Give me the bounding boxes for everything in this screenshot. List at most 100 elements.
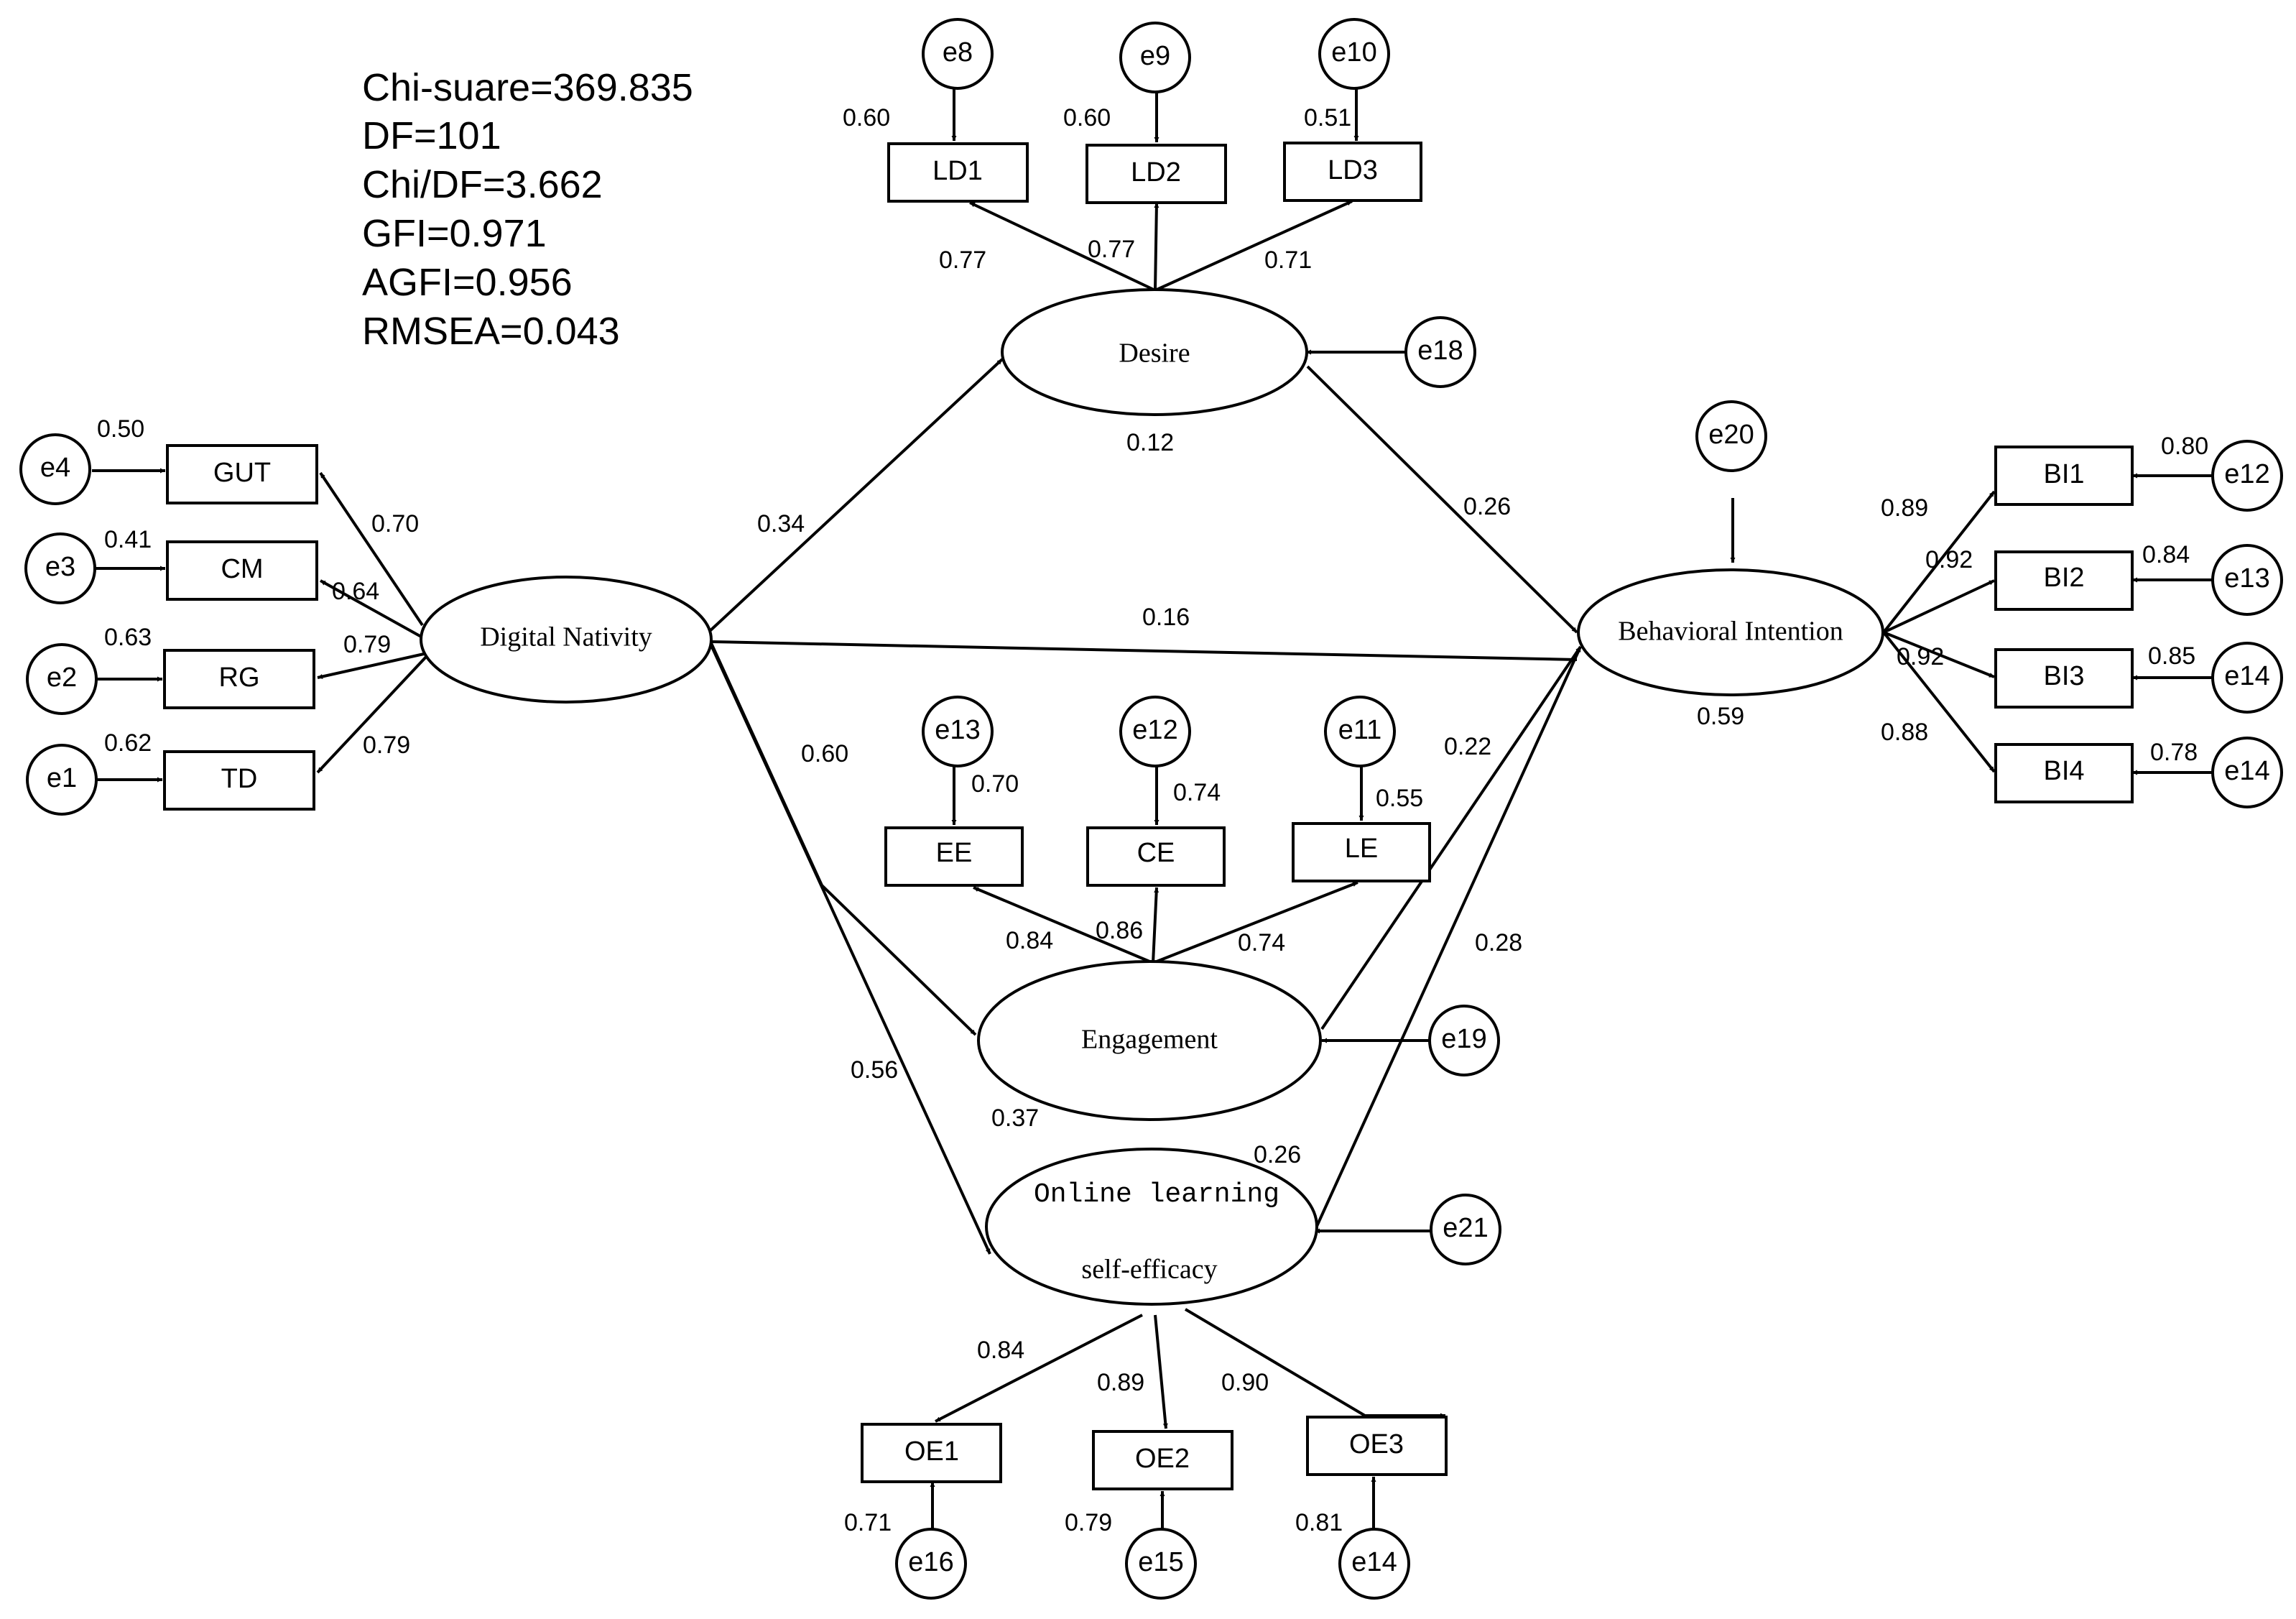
error-e18: e18 — [1404, 316, 1476, 388]
latent-desire: Desire — [1001, 288, 1308, 416]
gut-label: GUT — [213, 458, 271, 488]
error-e13-engagement: e13 — [922, 696, 994, 767]
arrow-engagement-ce — [1152, 887, 1159, 964]
bi3-label: BI3 — [2043, 661, 2084, 691]
ld2-label: LD2 — [1131, 157, 1181, 188]
arrow-bi-bi4 — [1882, 631, 1996, 773]
oe2-label: OE2 — [1135, 1444, 1190, 1474]
rg-r2-value: 0.63 — [104, 624, 152, 651]
dn-ose-coef: 0.56 — [851, 1056, 898, 1084]
arrow-dn-cm — [320, 579, 423, 639]
oe1-loading-value: 0.84 — [977, 1337, 1024, 1364]
arrow-engagement-ee — [973, 886, 1154, 964]
observed-ce: CE — [1086, 826, 1226, 887]
error-e4: e4 — [19, 433, 91, 505]
engagement-r2-value: 0.37 — [991, 1104, 1039, 1132]
ee-loading-value: 0.84 — [1006, 927, 1053, 954]
e15-label: e15 — [1138, 1547, 1183, 1577]
bi3-loading-value: 0.92 — [1897, 643, 1944, 670]
latent-online-learning-self-efficacy: Online learning self-efficacy — [985, 1148, 1318, 1306]
error-e12-bi: e12 — [2211, 440, 2283, 512]
e18-label: e18 — [1417, 336, 1463, 366]
error-e13-bi: e13 — [2211, 544, 2283, 616]
observed-ee: EE — [884, 826, 1024, 887]
engagement-bi-coef: 0.22 — [1444, 733, 1491, 760]
e12-engagement-label: e12 — [1132, 715, 1177, 745]
online-learning-self-efficacy-ellipse — [985, 1148, 1318, 1306]
error-e14-bi3: e14 — [2211, 642, 2283, 714]
error-e3: e3 — [24, 532, 96, 604]
e9-label: e9 — [1140, 41, 1170, 71]
e2-label: e2 — [47, 663, 77, 693]
ee-r2-value: 0.70 — [971, 770, 1019, 798]
arrow-ose-bi — [1313, 646, 1582, 1232]
observed-gut: GUT — [166, 444, 318, 504]
bi4-r2-value: 0.78 — [2150, 739, 2198, 766]
gut-loading-value: 0.70 — [371, 510, 419, 538]
behavioral-intention-label: Behavioral Intention — [1618, 617, 1843, 647]
latent-variables: Digital Nativity Desire Behavioral Inten… — [420, 288, 1884, 1306]
error-e10: e10 — [1318, 18, 1390, 90]
error-e2: e2 — [26, 643, 98, 715]
observed-ld2: LD2 — [1085, 144, 1227, 204]
dn-bi-coef: 0.16 — [1142, 604, 1190, 631]
rg-label: RG — [219, 663, 260, 693]
coefficients: 0.50 0.41 0.63 0.62 0.70 0.64 0.79 0.79 … — [97, 104, 2208, 1536]
arrow-dn-rg — [317, 652, 425, 679]
observed-ld1: LD1 — [887, 142, 1029, 203]
ld2-r2-value: 0.60 — [1063, 104, 1111, 132]
observed-cm: CM — [166, 540, 318, 601]
observed-variables: GUT CM RG TD LD1 LD2 LD3 EE CE LE OE1 OE… — [163, 142, 2134, 1490]
arrow-desire-ld3 — [1154, 200, 1353, 292]
e21-label: e21 — [1443, 1213, 1488, 1243]
error-e14-ose: e14 — [1338, 1528, 1410, 1600]
arrow-desire-ld1 — [969, 201, 1156, 292]
arrow-dn-desire — [707, 358, 1004, 634]
ce-label: CE — [1137, 838, 1175, 868]
dn-engagement-coef: 0.60 — [801, 740, 848, 767]
ld3-loading-value: 0.71 — [1264, 246, 1312, 274]
arrow-dn-bi — [710, 640, 1578, 663]
ld1-r2-value: 0.60 — [843, 104, 890, 132]
ld1-loading-value: 0.77 — [939, 246, 986, 274]
arrows — [92, 83, 2213, 1531]
observed-le: LE — [1292, 822, 1431, 882]
latent-digital-nativity: Digital Nativity — [420, 576, 713, 704]
fit-statistics: Chi-suare=369.835 DF=101 Chi/DF=3.662 GF… — [362, 66, 693, 353]
ce-r2-value: 0.74 — [1173, 779, 1221, 806]
fit-rmsea: RMSEA=0.043 — [362, 310, 620, 353]
bi1-label: BI1 — [2043, 459, 2084, 489]
error-e15: e15 — [1125, 1528, 1197, 1600]
ld2-loading-value: 0.77 — [1088, 236, 1135, 263]
arrow-desire-bi — [1306, 365, 1578, 634]
error-terms: e4 e3 e2 e1 e8 e9 e10 e13 e12 e11 e18 e1… — [19, 18, 2283, 1600]
ce-loading-value: 0.86 — [1096, 917, 1143, 944]
arrow-bi-bi2 — [1883, 579, 1995, 634]
oe2-r2-value: 0.79 — [1065, 1509, 1112, 1536]
error-e21: e21 — [1430, 1194, 1501, 1265]
bi3-r2-value: 0.85 — [2148, 642, 2195, 670]
oe1-r2-value: 0.71 — [844, 1509, 892, 1536]
bi2-r2-value: 0.84 — [2142, 541, 2190, 568]
e14-bi4-label: e14 — [2224, 756, 2269, 786]
e13-bi-label: e13 — [2224, 563, 2269, 594]
error-e20: e20 — [1695, 400, 1767, 472]
le-loading-value: 0.74 — [1238, 929, 1285, 956]
error-e12-engagement: e12 — [1119, 696, 1191, 767]
td-label: TD — [221, 764, 258, 794]
error-e9: e9 — [1119, 22, 1191, 93]
error-e16: e16 — [895, 1528, 967, 1600]
oe1-label: OE1 — [904, 1436, 959, 1467]
desire-bi-coef: 0.26 — [1463, 493, 1511, 520]
td-r2-value: 0.62 — [104, 729, 152, 757]
error-e19: e19 — [1428, 1005, 1500, 1076]
engagement-ellipse — [977, 960, 1322, 1121]
bi2-loading-value: 0.92 — [1925, 546, 1973, 573]
cm-label: CM — [221, 554, 263, 584]
arrow-ose-oe1 — [935, 1314, 1143, 1423]
arrow-desire-ld2 — [1154, 202, 1159, 291]
e14-ose-label: e14 — [1351, 1547, 1397, 1577]
observed-bi1: BI1 — [1994, 446, 2134, 506]
ose-bi-coef: 0.28 — [1475, 929, 1522, 956]
ld1-label: LD1 — [932, 156, 983, 186]
